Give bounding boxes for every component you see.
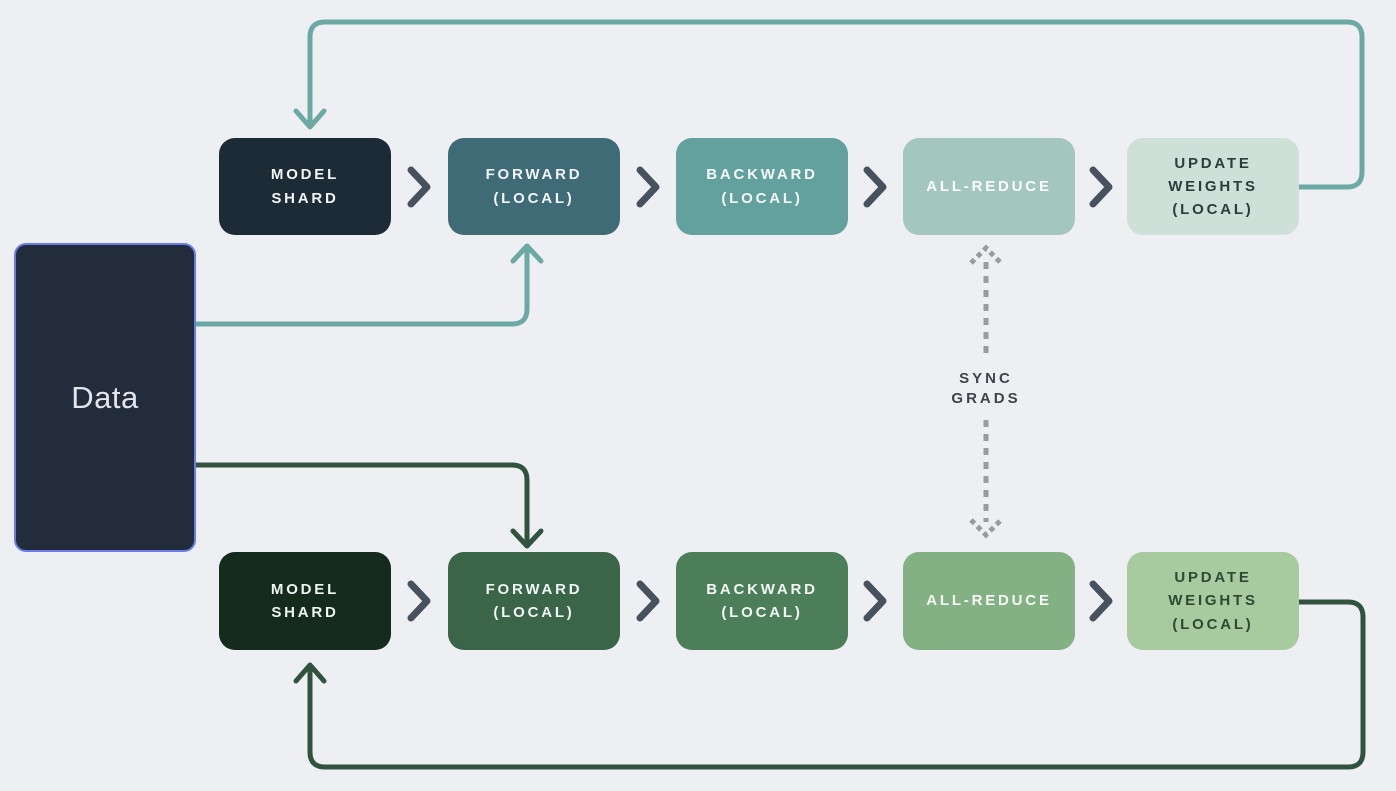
chevron-right-icon — [1089, 166, 1113, 208]
top-loop-arrowhead-icon — [293, 108, 327, 130]
bottom-loop-arrowhead-icon — [293, 662, 327, 684]
node-update-weights-top: UPDATE WEIGHTS (LOCAL) — [1127, 138, 1299, 235]
sync-grads-down-arrowhead-icon — [969, 518, 1003, 539]
node-all-reduce-bottom: ALL-REDUCE — [903, 552, 1075, 650]
top-loop-connector — [307, 19, 1365, 190]
data-to-bottom-forward-connector — [193, 462, 530, 545]
data-to-top-forward-arrowhead-icon — [510, 243, 544, 264]
chevron-right-icon — [407, 580, 431, 622]
chevron-right-icon — [636, 580, 660, 622]
data-to-bottom-forward-arrowhead-icon — [510, 528, 544, 549]
chevron-right-icon — [1089, 580, 1113, 622]
node-backward-local-top: BACKWARD (LOCAL) — [676, 138, 848, 235]
node-update-weights-bottom: UPDATE WEIGHTS (LOCAL) — [1127, 552, 1299, 650]
node-forward-local-top: FORWARD (LOCAL) — [448, 138, 620, 235]
node-backward-local-bottom: BACKWARD (LOCAL) — [676, 552, 848, 650]
chevron-right-icon — [636, 166, 660, 208]
node-all-reduce-top: ALL-REDUCE — [903, 138, 1075, 235]
node-forward-local-bottom: FORWARD (LOCAL) — [448, 552, 620, 650]
sync-grads-label: SYNC GRADS — [951, 370, 1021, 408]
chevron-right-icon — [863, 166, 887, 208]
node-model-shard-bottom: MODEL SHARD — [219, 552, 391, 650]
bottom-loop-connector — [307, 599, 1366, 770]
node-model-shard-top: MODEL SHARD — [219, 138, 391, 235]
sync-grads-up-arrowhead-icon — [969, 244, 1003, 265]
data-to-top-forward-connector — [193, 247, 530, 327]
chevron-right-icon — [407, 166, 431, 208]
chevron-right-icon — [863, 580, 887, 622]
data-source-box: Data — [14, 243, 196, 552]
